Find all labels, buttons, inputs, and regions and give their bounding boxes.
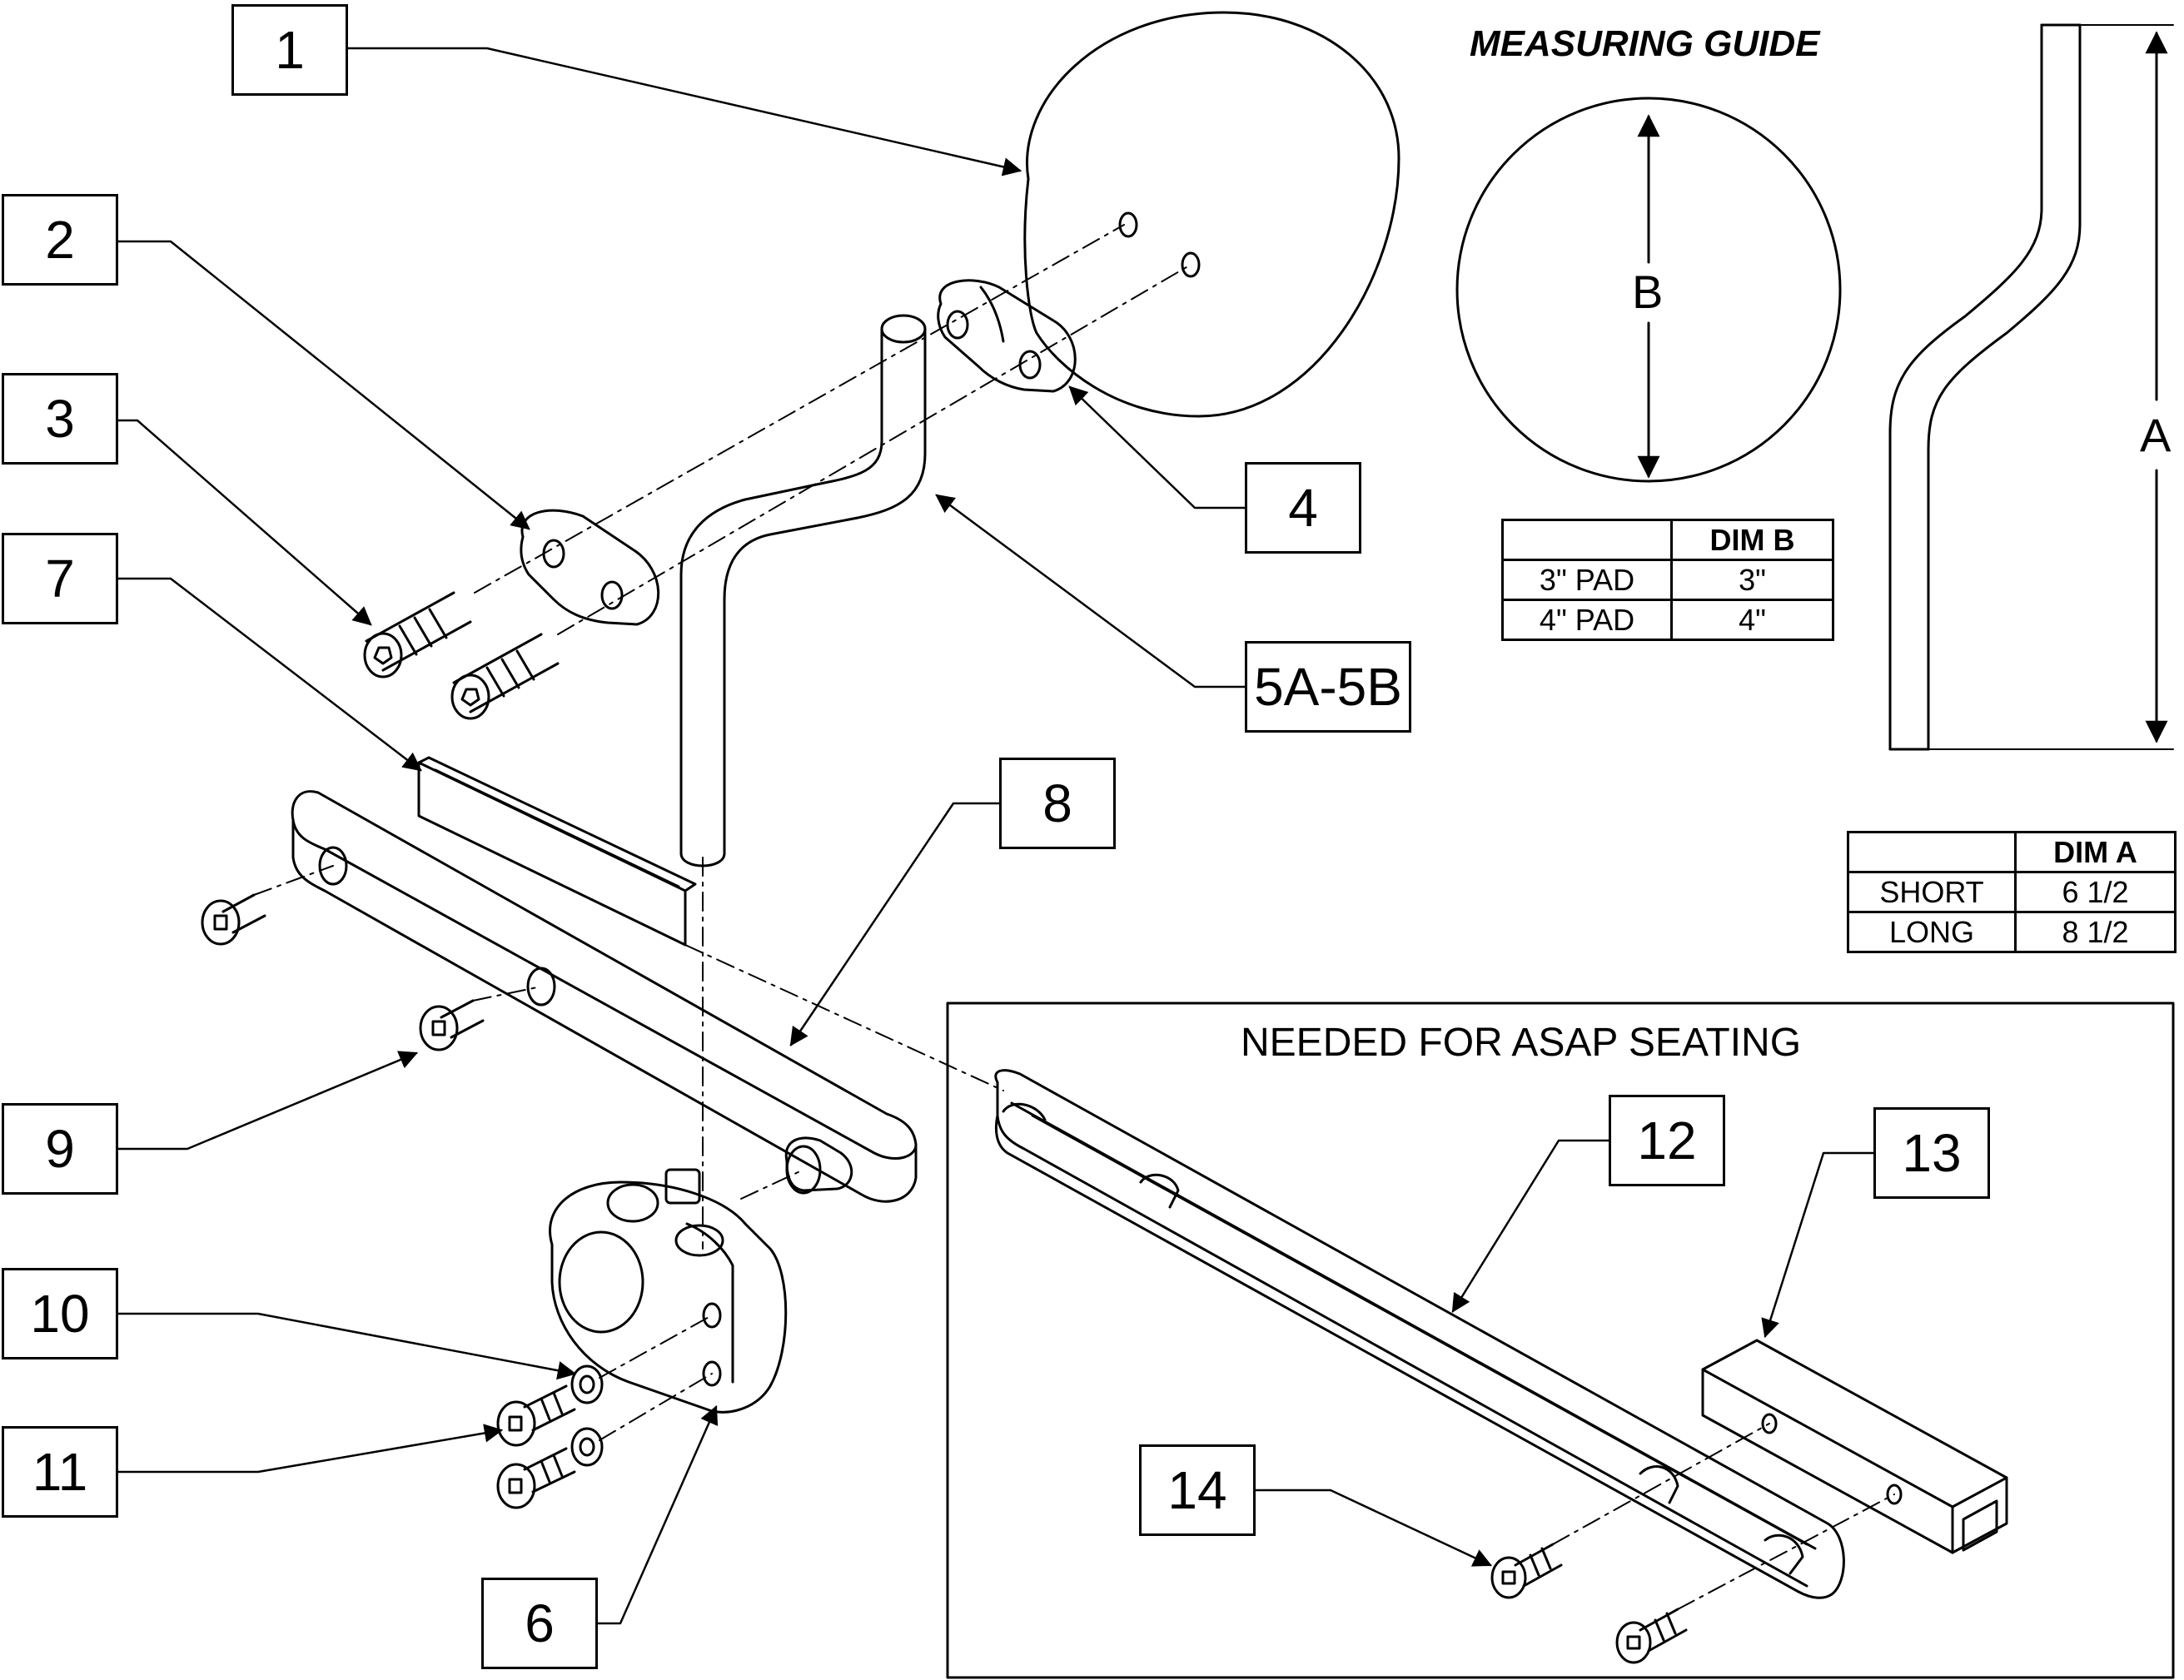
asap-panel-title: NEEDED FOR ASAP SEATING: [1241, 1021, 1802, 1065]
callout-label: 8: [1042, 773, 1072, 833]
dim-a-guide: [1888, 23, 2174, 751]
callout-5a-5b: 5A-5B: [1245, 641, 1411, 733]
dim-a-table: DIM A SHORT 6 1/2 LONG 8 1/2: [1847, 831, 2177, 953]
mounting-bar-part: [291, 790, 918, 1203]
table-row: 3" PAD 3": [1501, 559, 1834, 601]
pad-disc-part: [1023, 11, 1400, 418]
dim-b-label: B: [1632, 266, 1664, 318]
table-header-cell: DIM A: [2014, 831, 2177, 873]
button-screw-small-part: [496, 1384, 576, 1509]
callout-6: 6: [481, 1578, 598, 1669]
channel-rail-part: [994, 1069, 1845, 1599]
assembly-axis-lines: [253, 224, 1191, 1441]
callout-label: 5A-5B: [1254, 657, 1402, 717]
table-cell: 4": [1670, 599, 1834, 641]
callout-7: 7: [2, 533, 118, 624]
clamp-body-part: [549, 1168, 788, 1414]
pad-clamp-part: [937, 279, 1077, 393]
callout-4: 4: [1245, 462, 1361, 554]
button-screw-part: [201, 893, 485, 1051]
table-cell: 8 1/2: [2014, 911, 2177, 953]
callout-label: 6: [525, 1593, 555, 1653]
callout-label: 1: [275, 20, 305, 80]
callout-10: 10: [2, 1268, 118, 1359]
socket-screw-part: [363, 591, 560, 720]
bent-rod-part: [679, 314, 927, 867]
table-row: SHORT 6 1/2: [1847, 871, 2177, 913]
table-cell: 3" PAD: [1501, 559, 1673, 601]
slotted-bar-part: [417, 756, 697, 947]
measuring-guide-title: MEASURING GUIDE: [1470, 23, 1820, 64]
callout-8: 8: [999, 758, 1116, 849]
callout-label: 13: [1902, 1123, 1962, 1183]
callout-9: 9: [2, 1103, 118, 1195]
callout-label: 12: [1637, 1111, 1697, 1171]
asap-axis-lines: [1552, 1423, 1895, 1610]
callout-12: 12: [1609, 1095, 1725, 1186]
callout-2: 2: [2, 194, 118, 286]
table-header-row: DIM A: [1847, 831, 2177, 873]
callout-11: 11: [2, 1426, 118, 1518]
washer-part: [570, 1364, 604, 1467]
callout-label: 9: [45, 1119, 75, 1179]
callout-3: 3: [2, 373, 118, 465]
callout-14: 14: [1139, 1444, 1256, 1536]
callout-label: 3: [45, 389, 75, 449]
table-header-row: DIM B: [1501, 519, 1834, 561]
asap-panel-frame: [946, 1002, 2175, 1679]
leader-lines: [117, 47, 1875, 1625]
table-cell: 4" PAD: [1501, 599, 1673, 641]
dim-b-table: DIM B 3" PAD 3" 4" PAD 4": [1501, 519, 1834, 641]
callout-label: 14: [1167, 1460, 1227, 1520]
dim-b-guide: [1455, 97, 1842, 483]
table-row: LONG 8 1/2: [1847, 911, 2177, 953]
dim-a-label: A: [2140, 409, 2172, 461]
callout-13: 13: [1873, 1107, 1990, 1199]
table-header-cell: [1847, 831, 2017, 873]
table-cell: 3": [1670, 559, 1834, 601]
callout-label: 4: [1288, 478, 1318, 538]
callout-1: 1: [231, 4, 348, 96]
table-cell: LONG: [1847, 911, 2017, 953]
callout-label: 11: [32, 1442, 88, 1502]
table-row: 4" PAD 4": [1501, 599, 1834, 641]
callout-label: 2: [45, 210, 75, 270]
table-header-cell: [1501, 519, 1673, 561]
table-cell: SHORT: [1847, 871, 2017, 913]
callout-label: 10: [30, 1284, 90, 1344]
asap-screw-part: [1490, 1543, 1688, 1664]
table-header-cell: DIM B: [1670, 519, 1834, 561]
table-cell: 6 1/2: [2014, 871, 2177, 913]
callout-label: 7: [45, 549, 75, 609]
square-tube-part: [1701, 1339, 2008, 1554]
